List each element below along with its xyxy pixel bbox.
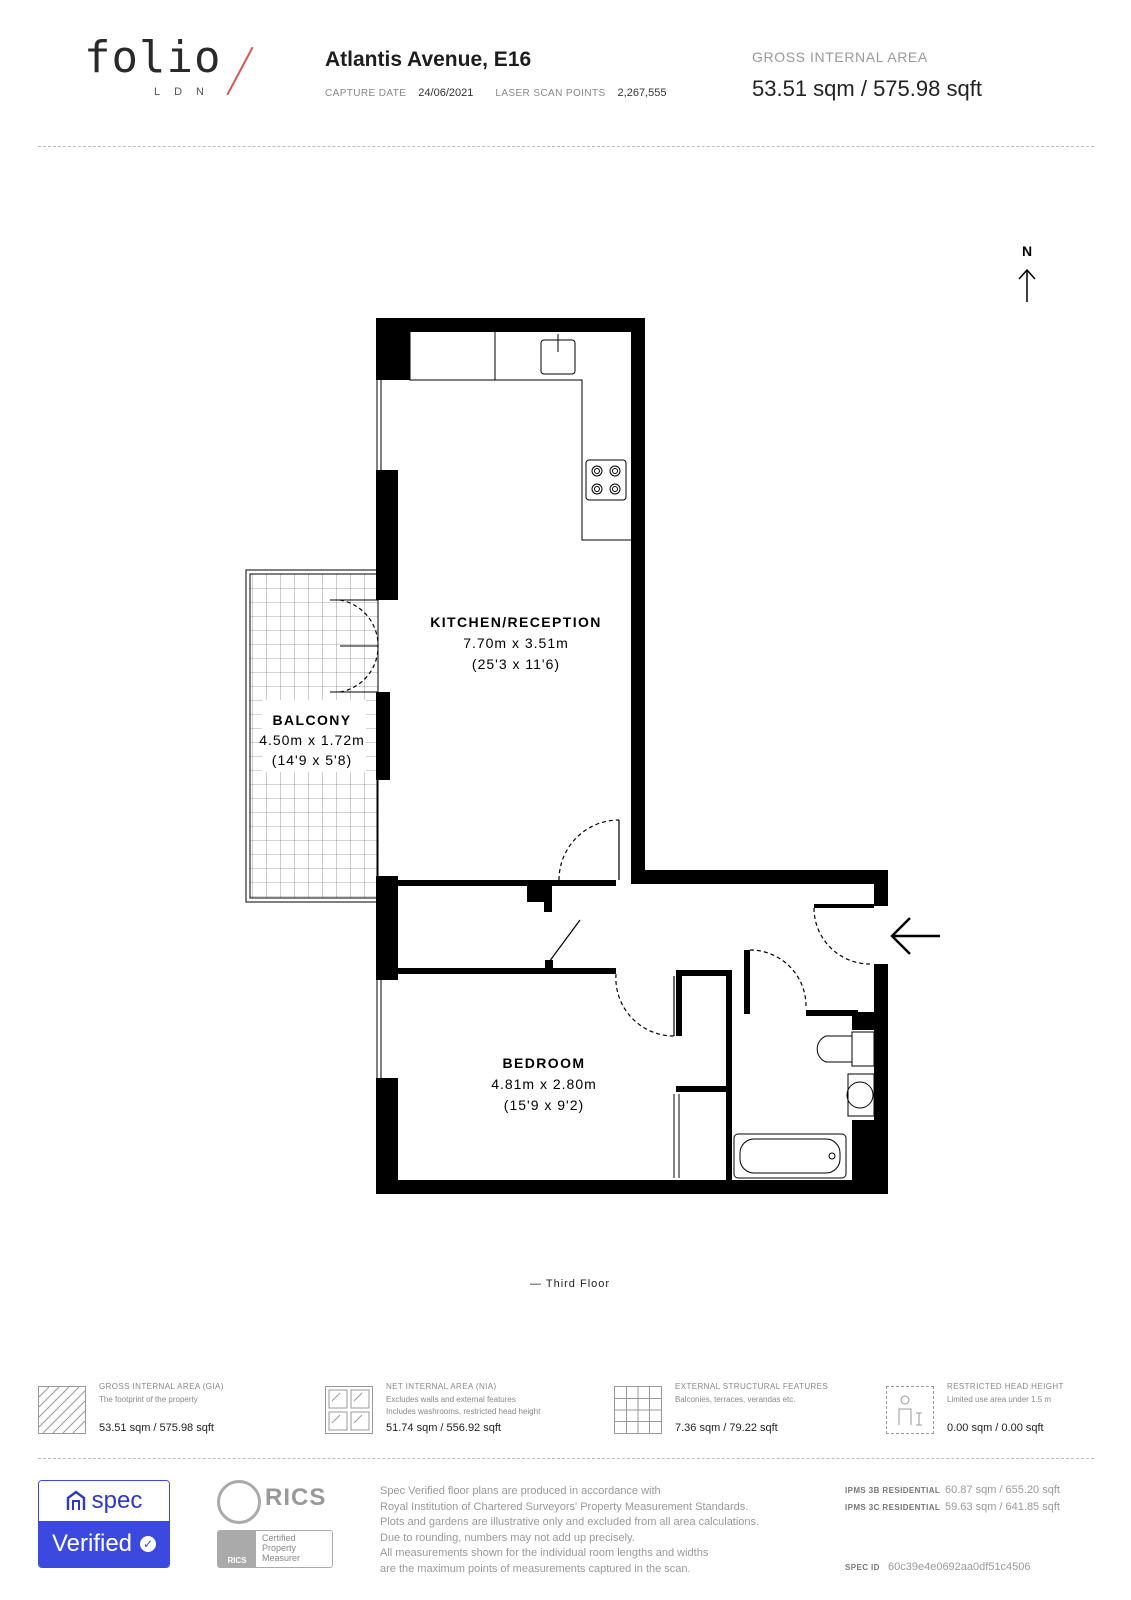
rics-box-text: Certified Property Measurer <box>262 1533 300 1563</box>
laser-scan-label: LASER SCAN POINTS <box>495 88 606 99</box>
legend-restricted-desc-line: Limited use area under 1.5 m <box>947 1395 1052 1404</box>
bathroom-fixtures <box>733 1031 875 1179</box>
legend-nia-desc-line-1: Excludes walls and external features <box>386 1395 516 1404</box>
ipms-3b-value: 60.87 sqm / 655.20 sqft <box>945 1484 1060 1496</box>
disclaimer-text: Spec Verified floor plans are produced i… <box>380 1484 820 1577</box>
rics-certified-box: RICS Certified Property Measurer <box>217 1530 333 1568</box>
rics-box-line-2: Property <box>262 1543 297 1553</box>
kitchen-name: KITCHEN/RECEPTION <box>430 614 602 630</box>
restricted-height-icon <box>886 1386 934 1434</box>
check-icon: ✓ <box>140 1536 157 1552</box>
capture-meta: CAPTURE DATE 24/06/2021 LASER SCAN POINT… <box>325 87 688 99</box>
kitchen-metric: 7.70m x 3.51m <box>463 635 569 651</box>
disclaimer-line-6: are the maximum points of measurements c… <box>380 1562 691 1575</box>
legend-external-title: EXTERNAL STRUCTURAL FEATURES <box>675 1382 829 1391</box>
legend-nia-value: 51.74 sqm / 556.92 sqft <box>386 1422 501 1434</box>
legend-restricted-value: 0.00 sqm / 0.00 sqft <box>947 1422 1044 1434</box>
capture-date-label: CAPTURE DATE <box>325 88 407 99</box>
spec-verified-badge: spec Verified ✓ <box>38 1480 170 1568</box>
disclaimer-line-5: All measurements shown for the individua… <box>380 1547 709 1559</box>
spec-id-label: SPEC ID <box>845 1563 880 1572</box>
ipms-3c-label: IPMS 3C RESIDENTIAL <box>845 1503 941 1512</box>
header-divider <box>38 146 1094 147</box>
disclaimer-line-4: Due to rounding, numbers may not add up … <box>380 1531 635 1544</box>
spec-id: SPEC ID 60c39e4e0692aa0df51c4506 <box>845 1561 1031 1573</box>
spec-logo: spec <box>39 1481 169 1521</box>
ipms-3b: IPMS 3B RESIDENTIAL 60.87 sqm / 655.20 s… <box>845 1484 1060 1496</box>
footer-divider <box>38 1458 1094 1459</box>
legend-nia-desc-line-2: Includes washrooms, restricted head heig… <box>386 1407 541 1416</box>
balcony-metric: 4.50m x 1.72m <box>259 732 365 748</box>
gia-value: 53.51 sqm / 575.98 sqft <box>752 76 982 101</box>
north-label: N <box>1022 243 1032 259</box>
walls <box>376 318 888 1194</box>
legend-gia-desc-line: The footprint of the property <box>99 1395 198 1404</box>
legend-restricted-title: RESTRICTED HEAD HEIGHT <box>947 1382 1064 1391</box>
laser-scan-value: 2,267,555 <box>617 87 667 99</box>
folio-logo: folio LDN <box>84 32 254 106</box>
rics-seal-icon <box>217 1480 261 1524</box>
logo-sub: LDN <box>154 86 219 98</box>
house-icon <box>66 1490 85 1510</box>
rics-box-line-3: Measurer <box>262 1553 301 1563</box>
disclaimer-line-2: Royal Institution of Chartered Surveyors… <box>380 1500 749 1513</box>
ipms-3c-value: 59.63 sqm / 641.85 sqft <box>945 1501 1060 1513</box>
balcony-name: BALCONY <box>272 712 351 728</box>
door-swings <box>330 599 871 1178</box>
capture-date-value: 24/06/2021 <box>418 87 474 99</box>
logo-word: folio <box>84 32 222 83</box>
legend-external-desc-line: Balconies, terraces, verandas etc. <box>675 1395 796 1404</box>
legend-external-desc: Balconies, terraces, verandas etc. <box>675 1394 796 1406</box>
legend-nia-desc: Excludes walls and external features Inc… <box>386 1394 540 1418</box>
balcony-imperial: (14'9 x 5'8) <box>272 752 352 768</box>
kitchen-units <box>409 332 631 541</box>
disclaimer-line-1: Spec Verified floor plans are produced i… <box>380 1485 661 1497</box>
property-title: Atlantis Avenue, E16 <box>325 48 532 71</box>
gia-label: GROSS INTERNAL AREA <box>752 49 928 65</box>
net-area-icon <box>325 1386 373 1434</box>
bedroom-name: BEDROOM <box>503 1055 586 1071</box>
bedroom-imperial: (15'9 x 9'2) <box>504 1097 584 1113</box>
verified-bar: Verified ✓ <box>39 1521 169 1567</box>
balcony-area <box>245 569 379 903</box>
disclaimer-line-3: Plots and gardens are illustrative only … <box>380 1516 760 1528</box>
legend-gia-title: GROSS INTERNAL AREA (GIA) <box>99 1382 224 1391</box>
rics-small-mark: RICS <box>218 1531 256 1567</box>
west-windows <box>376 380 382 1078</box>
ipms-3c: IPMS 3C RESIDENTIAL 59.63 sqm / 641.85 s… <box>845 1501 1060 1513</box>
rics-logo: RICS RICS Certified Property Measurer <box>217 1480 337 1570</box>
legend-external-value: 7.36 sqm / 79.22 sqft <box>675 1422 778 1434</box>
north-arrow-icon: N <box>1018 243 1036 302</box>
rics-box-line-1: Certified <box>262 1533 296 1543</box>
spec-id-value: 60c39e4e0692aa0df51c4506 <box>888 1561 1031 1573</box>
spec-word: spec <box>91 1487 143 1514</box>
ipms-3b-label: IPMS 3B RESIDENTIAL <box>845 1486 941 1495</box>
grid-area-icon <box>614 1386 662 1434</box>
verified-word: Verified <box>51 1530 133 1557</box>
legend-gia-value: 53.51 sqm / 575.98 sqft <box>99 1422 214 1434</box>
rics-word: RICS <box>265 1484 327 1511</box>
floor-label: — Third Floor <box>530 1278 611 1290</box>
entrance-arrow-icon <box>890 917 940 955</box>
kitchen-imperial: (25'3 x 11'6) <box>472 656 560 672</box>
legend-gia-desc: The footprint of the property <box>99 1394 198 1406</box>
legend-nia-title: NET INTERNAL AREA (NIA) <box>386 1382 497 1391</box>
bedroom-metric: 4.81m x 2.80m <box>491 1076 597 1092</box>
legend-restricted-desc: Limited use area under 1.5 m <box>947 1394 1051 1406</box>
hatched-area-icon <box>38 1386 86 1434</box>
